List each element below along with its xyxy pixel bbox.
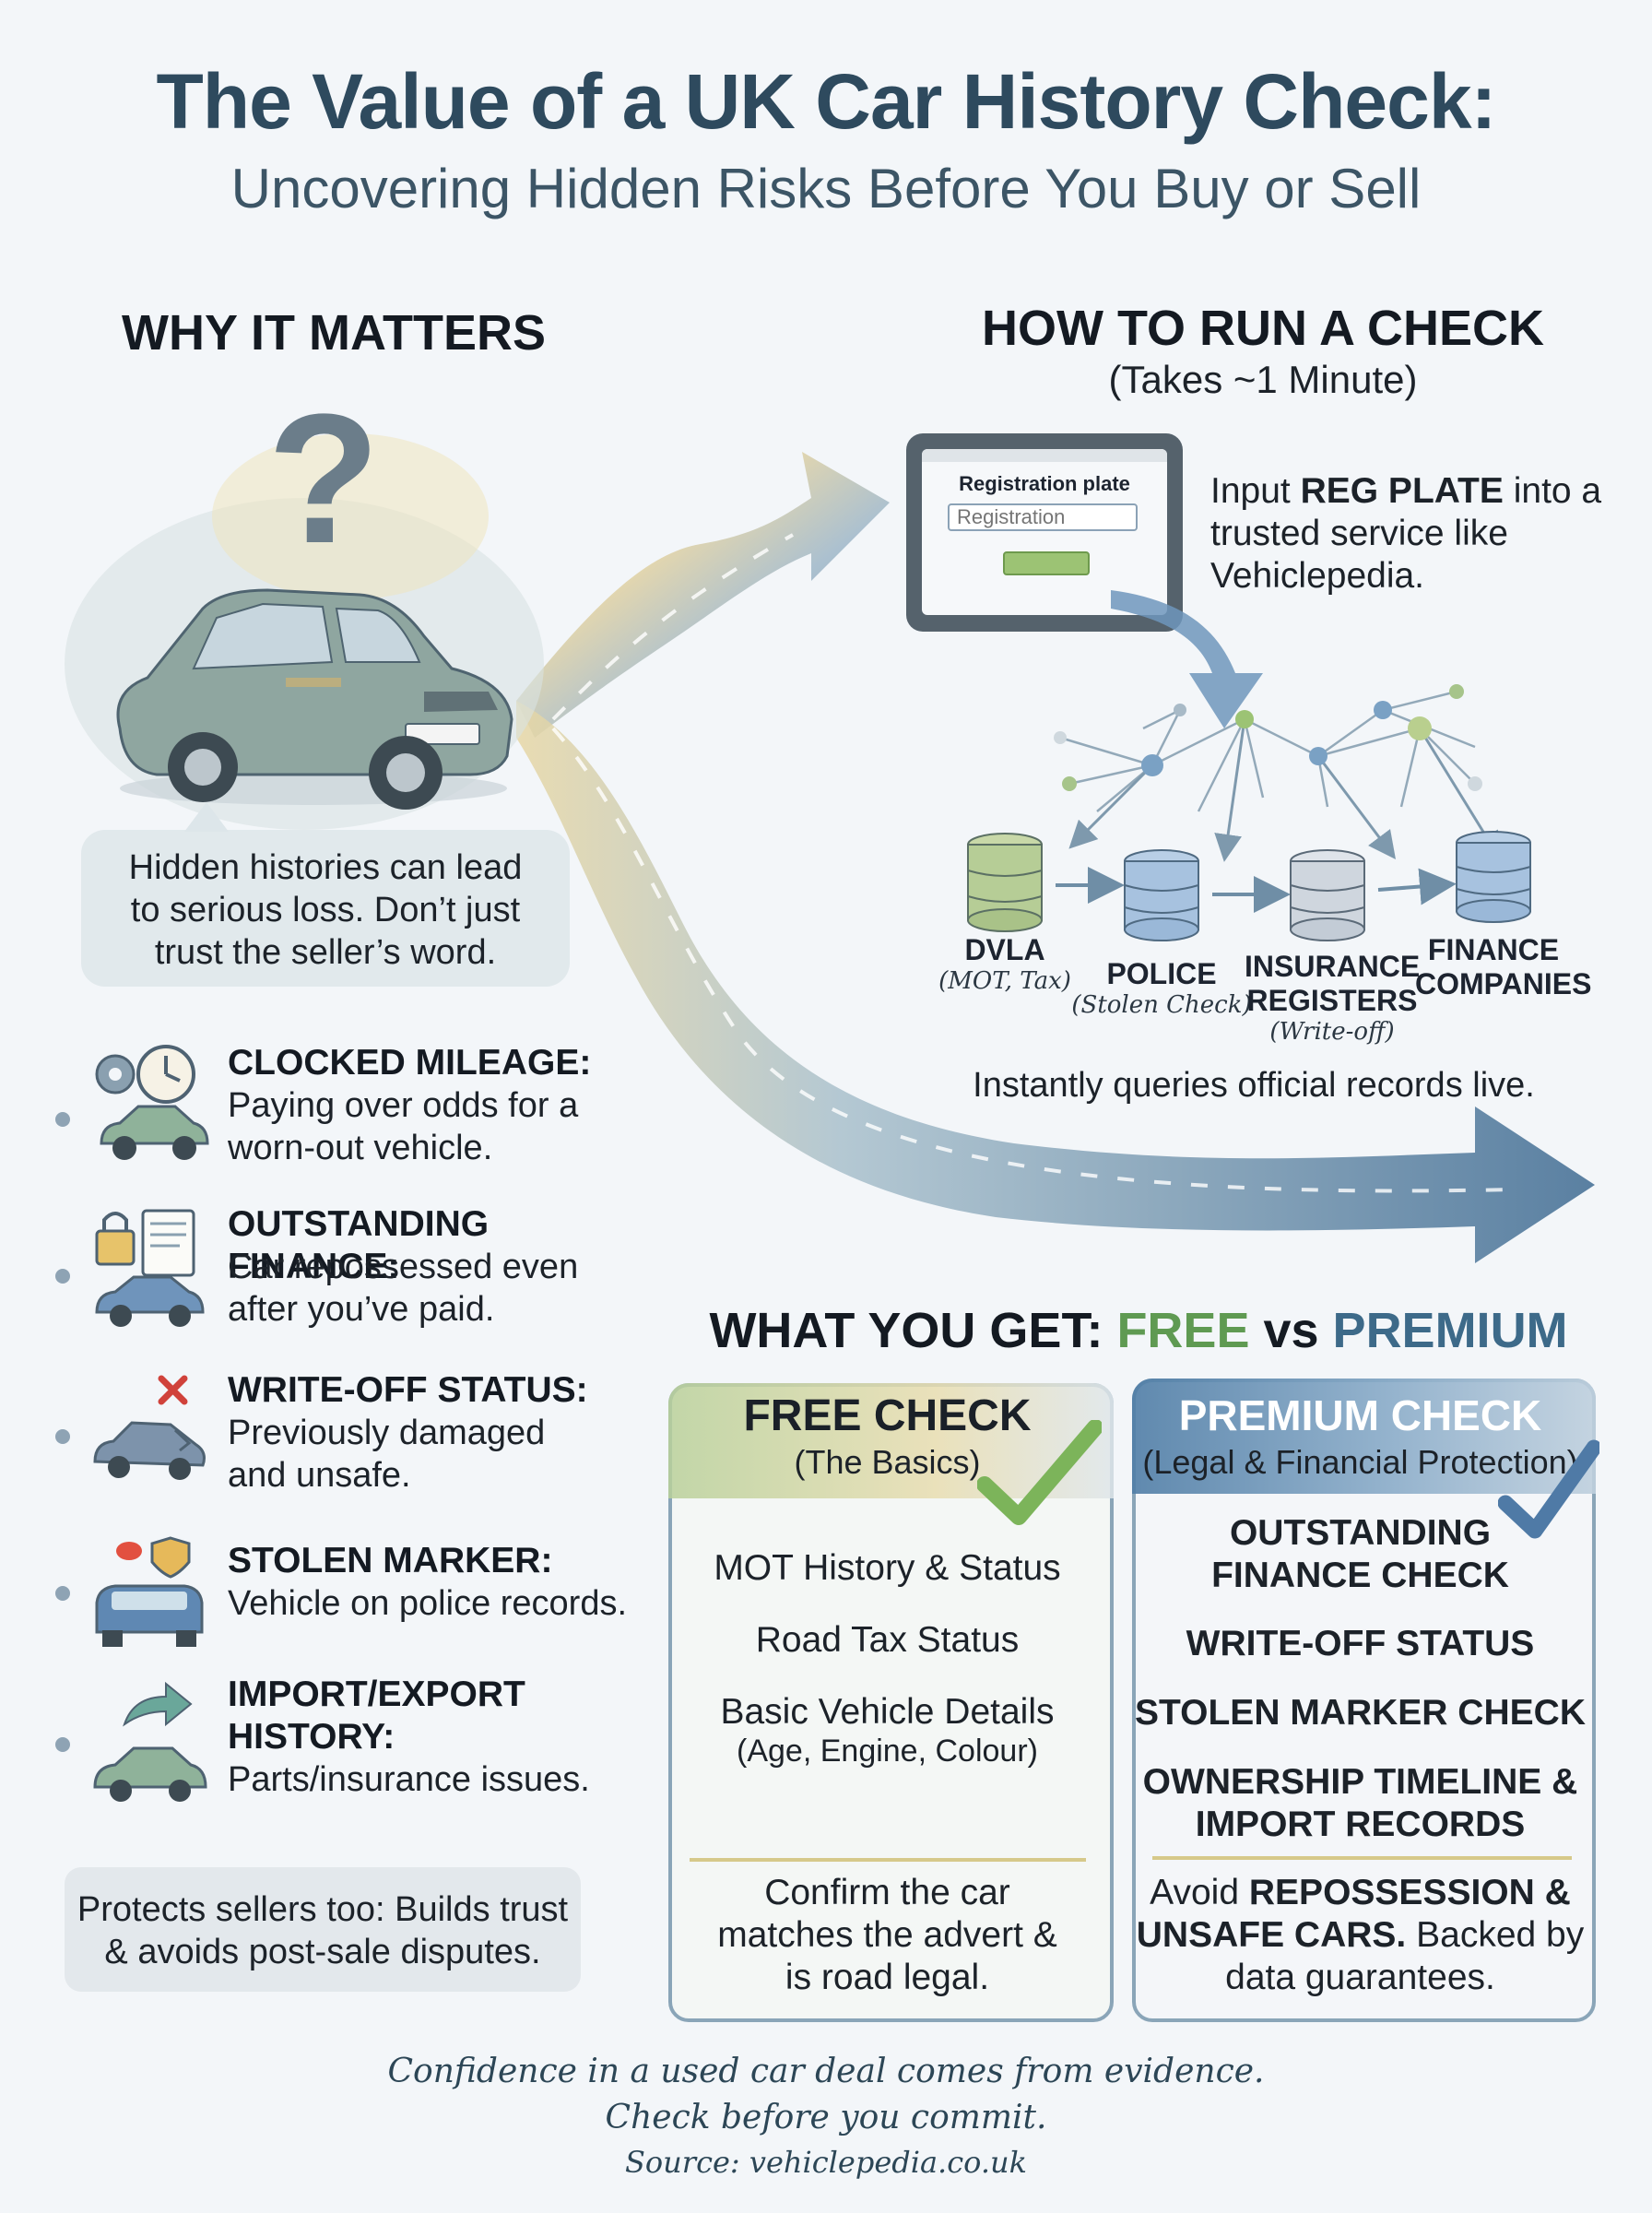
bullet (55, 1737, 70, 1752)
intro-text: Hidden histories can lead to serious los… (128, 848, 523, 972)
check-submit-button[interactable] (1003, 551, 1090, 575)
police-car-icon (95, 1536, 204, 1647)
intro-bubble (81, 830, 570, 987)
free-item-basic-details: Basic Vehicle Details (720, 1692, 1055, 1732)
db-police: POLICE (Stolen Check) (1071, 957, 1252, 1019)
db-finance: FINANCE COMPANIES (1415, 933, 1592, 1000)
risk-desc-stolen-marker: Vehicle on police records. (228, 1584, 628, 1623)
compare-heading: WHAT YOU GET: FREE vs PREMIUM (709, 1303, 1568, 1358)
premium-divider (1152, 1856, 1572, 1860)
page-title: The Value of a UK Car History Check: (156, 58, 1496, 145)
free-card-title: FREE CHECK (743, 1391, 1032, 1440)
premium-card-title: PREMIUM CHECK (1178, 1391, 1542, 1439)
premium-item-write-off: WRITE-OFF STATUS (1186, 1624, 1535, 1663)
free-divider (690, 1858, 1086, 1862)
bullet (55, 1429, 70, 1444)
free-item-note: (Age, Engine, Colour) (737, 1734, 1038, 1769)
database-icon-police (1124, 849, 1199, 941)
tablet-screen (922, 449, 1167, 615)
how-subheading: (Takes ~1 Minute) (1108, 358, 1418, 401)
data-network-diagram (1054, 590, 1501, 862)
risk-desc-import-export: Parts/insurance issues. (228, 1760, 590, 1799)
footer-line-1: Confidence in a used car deal comes from… (387, 2053, 1265, 2090)
sellers-text: Protects sellers too: Builds trust& avoi… (77, 1890, 569, 1971)
footer-line-2: Check before you commit. (605, 2099, 1047, 2136)
database-icon-finance (1456, 831, 1531, 923)
free-item-mot: MOT History & Status (714, 1548, 1061, 1588)
crashed-car-icon (93, 1375, 206, 1480)
bullet (55, 1112, 70, 1127)
database-icon-insurance (1290, 849, 1365, 941)
question-mark-icon: ? (267, 376, 381, 582)
risk-title-write-off: WRITE-OFF STATUS: (228, 1370, 588, 1410)
reg-form-label: Registration plate (959, 472, 1130, 495)
risk-title-stolen-marker: STOLEN MARKER: (228, 1541, 553, 1580)
registration-input[interactable] (948, 503, 1138, 531)
road-arrow-lower (516, 701, 1595, 1263)
database-icon-dvla (967, 833, 1043, 932)
free-card-subtitle: (The Basics) (794, 1443, 981, 1481)
premium-card-subtitle: (Legal & Financial Protection) (1142, 1443, 1578, 1481)
free-card-header-wash (668, 1383, 1114, 1498)
bullet (55, 1269, 70, 1284)
road-arrow-upper (516, 452, 890, 738)
db-dvla: DVLA (MOT, Tax) (938, 933, 1071, 995)
padlock-document-car-icon (95, 1209, 205, 1327)
bubble-tail (184, 802, 229, 832)
premium-item-ownership: OWNERSHIP TIMELINE &IMPORT RECORDS (1142, 1762, 1578, 1844)
database-row (967, 831, 1531, 941)
sellers-box (65, 1867, 581, 1992)
input-instruction: Input REG PLATE into a trusted service l… (1210, 471, 1602, 596)
premium-item-stolen: STOLEN MARKER CHECK (1135, 1693, 1586, 1733)
db-insurance: INSURANCE REGISTERS (Write-off) (1245, 950, 1421, 1046)
why-heading: WHY IT MATTERS (122, 305, 546, 361)
risk-title-outstanding-finance: OUTSTANDING FINANCE: (228, 1204, 490, 1286)
risk-title-clocked-mileage: CLOCKED MILEAGE: (228, 1043, 592, 1083)
import-car-icon (93, 1681, 207, 1802)
blue-check-icon (1498, 1439, 1599, 1539)
car-illustration (116, 588, 513, 810)
page-subtitle: Uncovering Hidden Risks Before You Buy o… (230, 158, 1422, 219)
footer-source: Source: vehiclepedia.co.uk (624, 2145, 1028, 2180)
free-item-road-tax: Road Tax Status (755, 1620, 1020, 1660)
browser-bar (922, 449, 1167, 462)
premium-summary: Avoid REPOSSESSION & UNSAFE CARS. Backed… (1136, 1873, 1585, 1997)
premium-card-header-wash (1132, 1379, 1596, 1494)
query-text: Instantly queries official records live. (973, 1066, 1535, 1105)
bullet (55, 1586, 70, 1601)
how-heading: HOW TO RUN A CHECK (982, 301, 1544, 356)
gears-clock-car-icon (95, 1045, 209, 1160)
green-check-icon (977, 1420, 1102, 1525)
